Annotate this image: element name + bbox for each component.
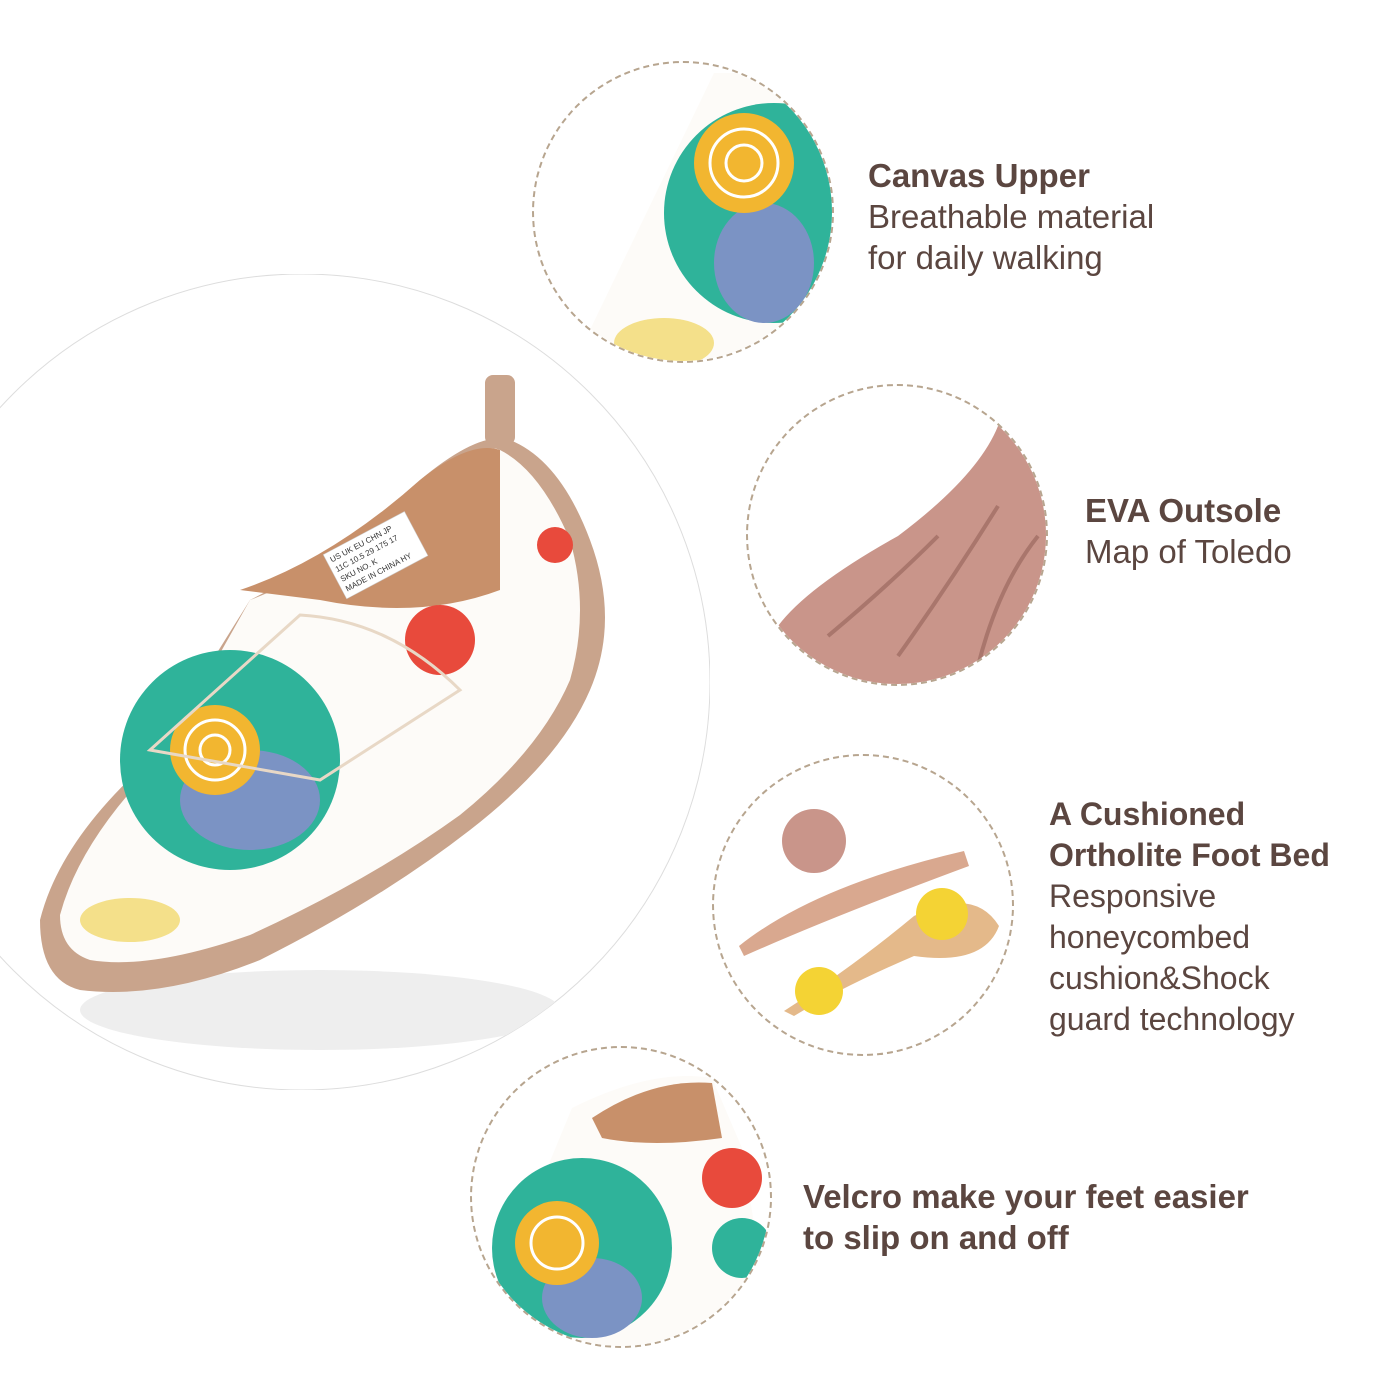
velcro-circle xyxy=(470,1046,772,1348)
main-shoe-image: US UK EU CHN JP 11C 10.5 29 175 17 SKU N… xyxy=(0,273,711,1091)
feature-desc: Breathable material xyxy=(868,198,1155,235)
eva-outsole-text: EVA Outsole Map of Toledo xyxy=(1085,490,1292,572)
feature-desc: for daily walking xyxy=(868,239,1103,276)
feature-desc: cushion&Shock xyxy=(1049,960,1270,996)
feature-title: Velcro make your feet easier xyxy=(803,1178,1249,1215)
feature-title: A Cushioned xyxy=(1049,796,1246,832)
feature-desc: guard technology xyxy=(1049,1001,1295,1037)
insole-image xyxy=(739,809,999,1016)
canvas-upper-circle xyxy=(532,61,834,363)
feature-title: Ortholite Foot Bed xyxy=(1049,837,1330,873)
velcro-text: Velcro make your feet easier to slip on … xyxy=(803,1176,1249,1258)
eva-outsole-circle xyxy=(746,384,1048,686)
feature-title: Canvas Upper xyxy=(868,157,1090,194)
canvas-upper-image xyxy=(574,73,832,361)
outsole-image xyxy=(778,416,1046,684)
canvas-upper-text: Canvas Upper Breathable material for dai… xyxy=(868,155,1154,278)
feature-desc: honeycombed xyxy=(1049,919,1251,955)
feature-title: to slip on and off xyxy=(803,1219,1069,1256)
velcro-image xyxy=(473,1076,770,1346)
foot-bed-text: A Cushioned Ortholite Foot Bed Responsiv… xyxy=(1049,794,1330,1040)
feature-desc: Map of Toledo xyxy=(1085,533,1292,570)
feature-title: EVA Outsole xyxy=(1085,492,1282,529)
feature-desc: Responsive xyxy=(1049,878,1217,914)
foot-bed-circle xyxy=(712,754,1014,1056)
main-shoe-circle: US UK EU CHN JP 11C 10.5 29 175 17 SKU N… xyxy=(0,273,711,1091)
